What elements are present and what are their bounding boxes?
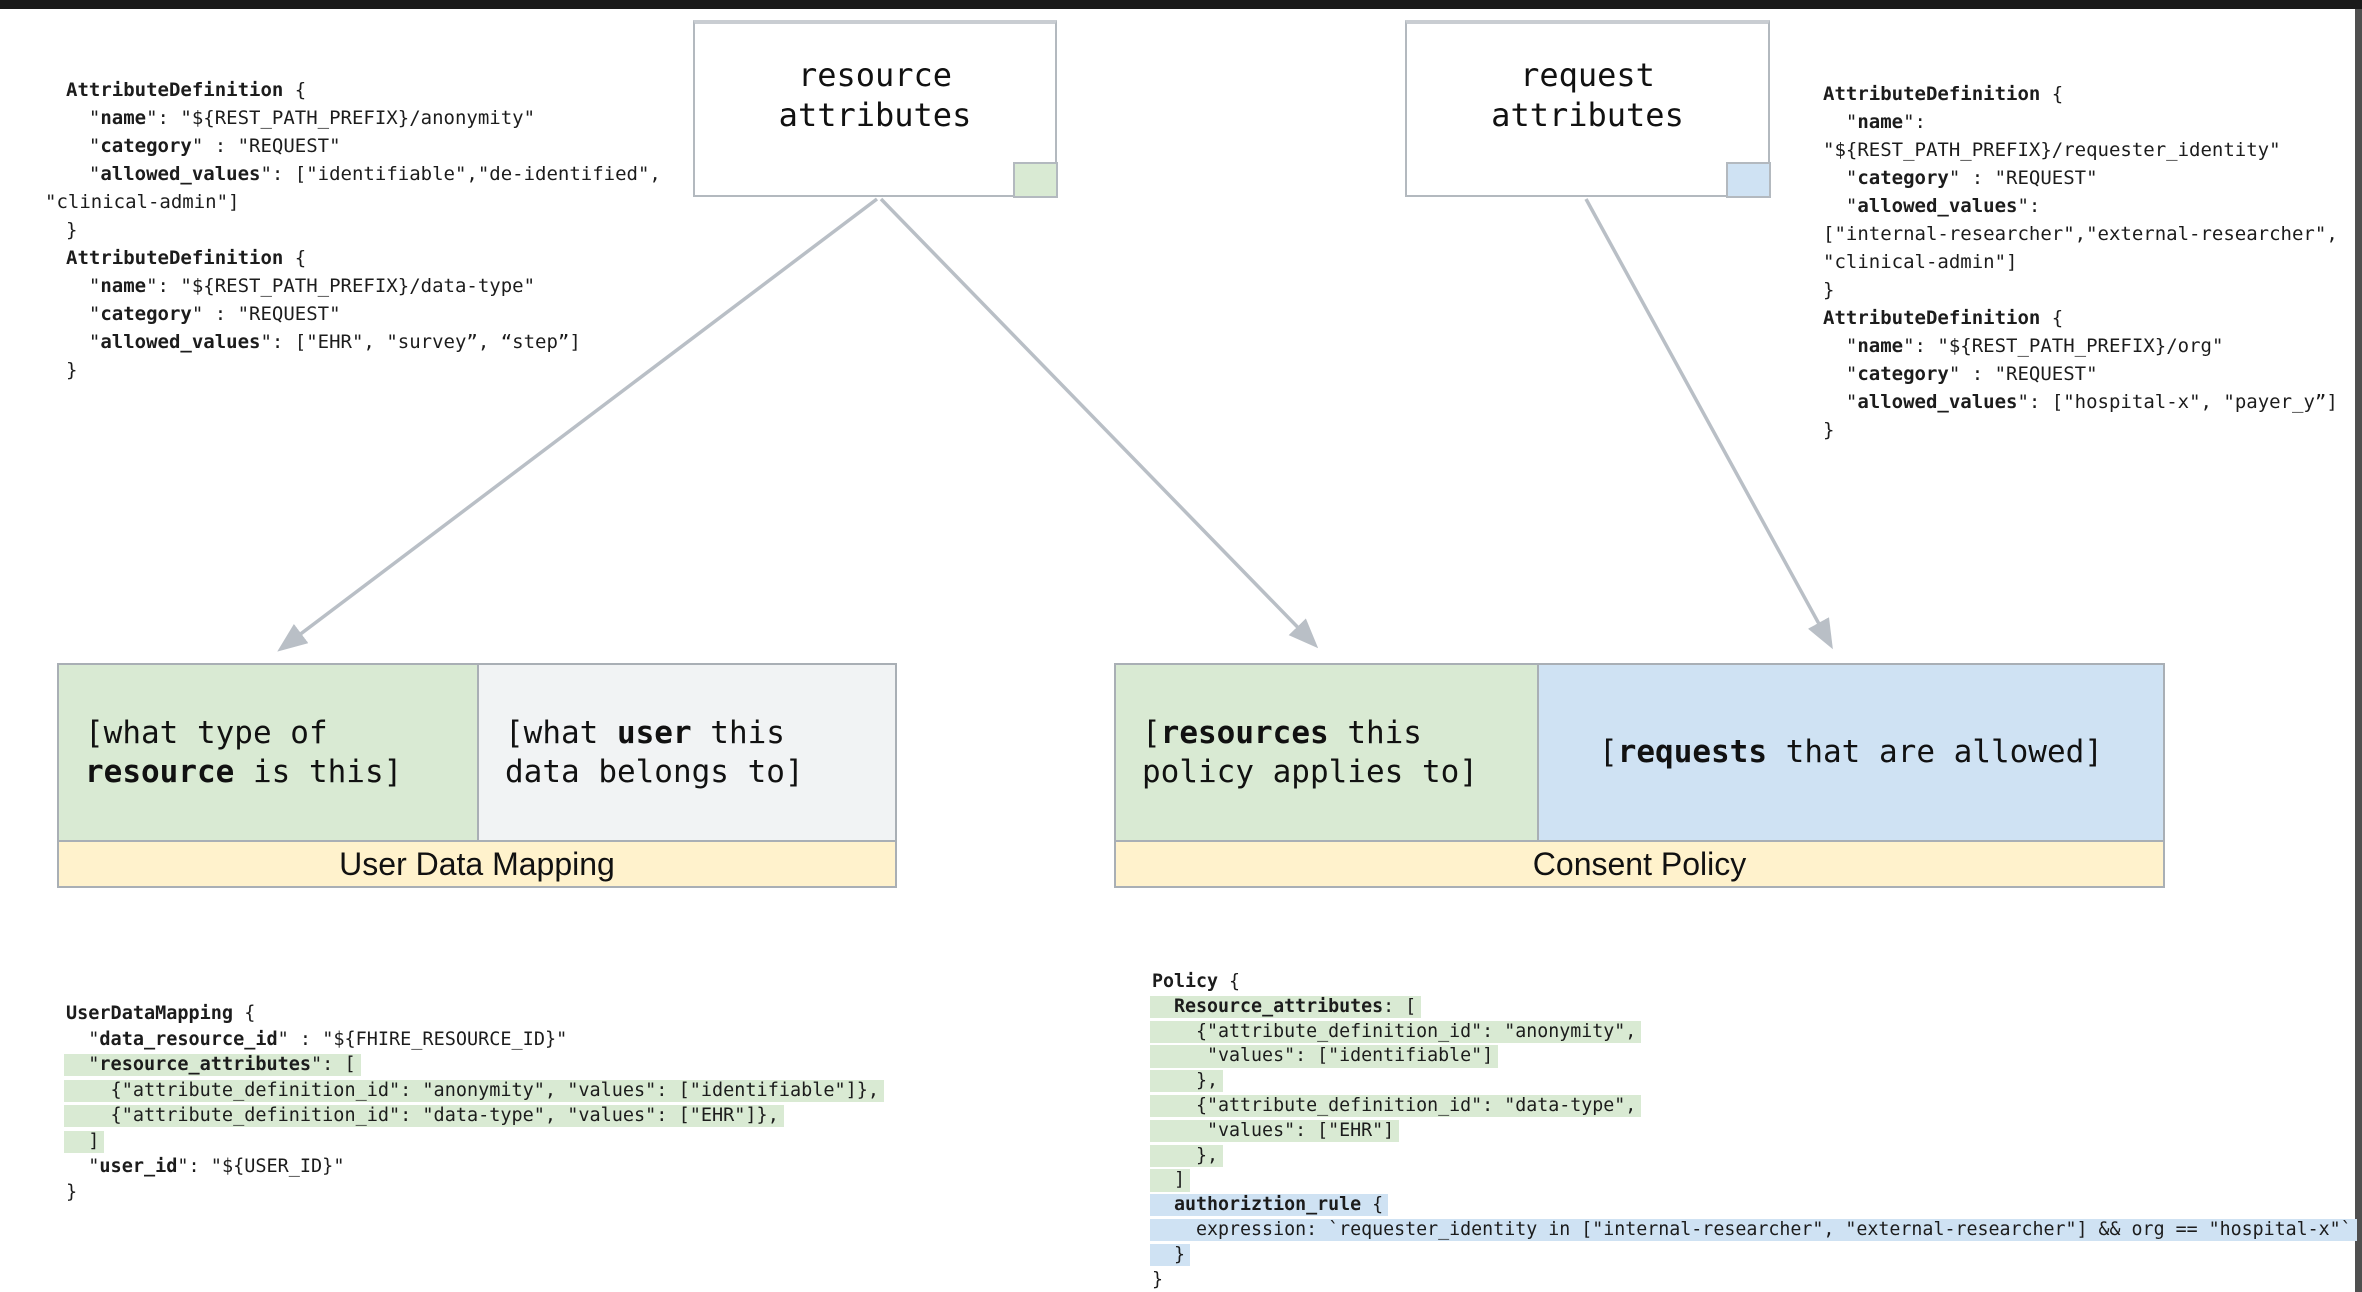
text-line: resource xyxy=(797,55,953,94)
text-line: AttributeDefinition { xyxy=(66,247,307,269)
text-line: UserDataMapping { xyxy=(66,1003,256,1024)
text-line: "clinical-admin"] xyxy=(45,191,240,213)
window-top-edge xyxy=(0,0,2362,9)
text-line: request xyxy=(1520,55,1655,94)
arrow-resource-to-policy xyxy=(879,197,1319,649)
text-line: ] xyxy=(1150,1168,2357,1193)
text-line: } xyxy=(1150,1243,2357,1268)
window-right-edge xyxy=(2355,9,2362,1292)
consent-policy-title: Consent Policy xyxy=(1532,845,1747,882)
text-line: {"attribute_definition_id": "data-type",… xyxy=(64,1103,884,1129)
attribute-definitions-request-code: AttributeDefinition { "name": "${REST_PAT… xyxy=(1823,80,2338,444)
text-line: attributes xyxy=(1491,95,1684,134)
text-line: Resource_attributes: [ xyxy=(1150,995,2357,1020)
requests-cell: [requests that are allowed] xyxy=(1539,665,2163,840)
text-line: AttributeDefinition { xyxy=(1823,307,2064,329)
text-line: resource is this] xyxy=(85,753,403,790)
text-line: "name": "${REST_PATH_PREFIX}/data-type" xyxy=(66,275,536,297)
text-line: [requests that are allowed] xyxy=(1599,734,2103,770)
text-line: "${REST_PATH_PREFIX}/requester_identity" xyxy=(1823,139,2281,161)
text-line: "allowed_values": ["identifiable","de-id… xyxy=(66,163,661,185)
user-data-mapping-code: UserDataMapping { "data_resource_id" : "… xyxy=(64,1001,885,1205)
text-line: "resource_attributes": [ xyxy=(64,1052,884,1078)
text-line: "category" : "REQUEST" xyxy=(66,135,341,157)
text-line: AttributeDefinition { xyxy=(66,79,307,101)
user-data-mapping-title: User Data Mapping xyxy=(339,845,615,882)
text-line: {"attribute_definition_id": "data-type", xyxy=(1150,1094,2357,1119)
text-line: "category" : "REQUEST" xyxy=(1823,167,2098,189)
requests-cell-text: [requests that are allowed] xyxy=(1599,733,2103,772)
text-line: } xyxy=(66,219,78,241)
text-line: } xyxy=(1152,1268,1164,1290)
text-line: "values": ["EHR"] xyxy=(1150,1119,2357,1144)
text-line: ] xyxy=(64,1129,884,1155)
text-line: "allowed_values": ["EHR", "survey”, “ste… xyxy=(66,331,581,353)
text-line: "name": "${REST_PATH_PREFIX}/anonymity" xyxy=(66,107,536,129)
text-line: "category" : "REQUEST" xyxy=(66,303,341,325)
text-line: }, xyxy=(1150,1144,2357,1169)
request-color-swatch xyxy=(1726,162,1771,198)
text-line: attributes xyxy=(778,95,972,134)
text-line: "user_id": "${USER_ID}" xyxy=(66,1156,345,1177)
text-line: [what user this xyxy=(505,714,785,751)
policy-code: Policy { Resource_attributes: [ {"attrib… xyxy=(1150,970,2357,1292)
text-line: expression: `requester_identity in ["int… xyxy=(1150,1218,2357,1243)
text-line: } xyxy=(66,359,78,381)
text-line: AttributeDefinition { xyxy=(1823,83,2064,105)
text-line: } xyxy=(1823,419,1835,441)
text-line: [resources this xyxy=(1142,714,1422,751)
text-line: authoriztion_rule { xyxy=(1150,1193,2357,1218)
text-line: data belongs to] xyxy=(505,753,804,790)
text-line: {"attribute_definition_id": "anonymity", xyxy=(1150,1020,2357,1045)
text-line: [what type of xyxy=(85,714,328,751)
text-line: } xyxy=(1823,279,1835,301)
text-line: ["internal-researcher","external-researc… xyxy=(1823,223,2338,245)
resource-color-swatch xyxy=(1013,162,1058,198)
text-line: "category" : "REQUEST" xyxy=(1823,363,2098,385)
text-line: "values": ["identifiable"] xyxy=(1150,1044,2357,1069)
attribute-definitions-resource-code: AttributeDefinition { "name": "${REST_PA… xyxy=(45,76,661,384)
text-line: }, xyxy=(1150,1069,2357,1094)
text-line: {"attribute_definition_id": "anonymity",… xyxy=(64,1078,885,1104)
text-line: policy applies to] xyxy=(1142,753,1478,790)
text-line: "data_resource_id" : "${FHIRE_RESOURCE_I… xyxy=(66,1028,568,1050)
text-line: "name": xyxy=(1823,111,1926,133)
text-line: } xyxy=(66,1181,78,1203)
consent-policy-title-bar: Consent Policy xyxy=(1116,840,2163,886)
text-line: "allowed_values": ["hospital-x", "payer_… xyxy=(1823,391,2338,413)
text-line: "allowed_values": xyxy=(1823,195,2041,217)
text-line: "name": "${REST_PATH_PREFIX}/org" xyxy=(1823,335,2224,357)
text-line: "clinical-admin"] xyxy=(1823,251,2018,273)
text-line: Policy { xyxy=(1152,971,1241,992)
arrow-request-to-policy xyxy=(1584,198,1833,650)
user-data-mapping-title-bar: User Data Mapping xyxy=(59,840,895,886)
